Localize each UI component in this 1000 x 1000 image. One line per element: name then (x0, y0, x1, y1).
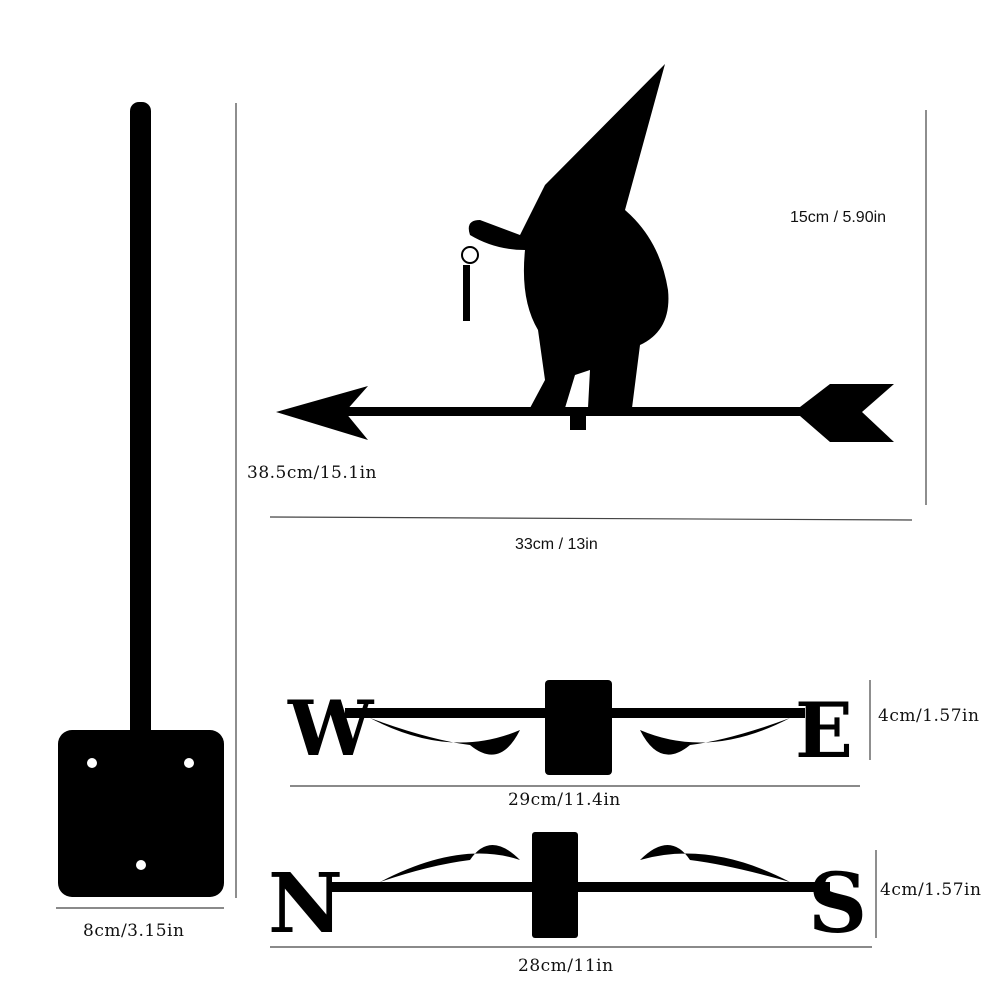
figure-height-label: 15cm / 5.90in (790, 209, 887, 226)
we-length-label: 29cm/11.4in (508, 790, 621, 810)
letter-e: E (795, 686, 853, 775)
ns-length-label: 28cm/11in (518, 956, 614, 976)
letter-w: W (287, 684, 375, 773)
total-height-label: 38.5cm/15.1in (247, 463, 377, 483)
letter-s: S (808, 856, 867, 952)
west-east-directional: W E (287, 680, 853, 775)
ns-height-label: 4cm/1.57in (880, 880, 982, 900)
dimension-lines (56, 103, 927, 948)
arrow-length-label: 33cm / 13in (515, 536, 598, 553)
gnome-silhouette (468, 64, 669, 408)
letter-n: N (268, 856, 343, 952)
north-south-directional: N S (268, 832, 867, 952)
pole-with-mounting-plate (58, 102, 224, 897)
we-height-label: 4cm/1.57in (878, 706, 980, 726)
arrow-with-gnome (276, 64, 894, 442)
base-width-label: 8cm/3.15in (83, 921, 185, 941)
